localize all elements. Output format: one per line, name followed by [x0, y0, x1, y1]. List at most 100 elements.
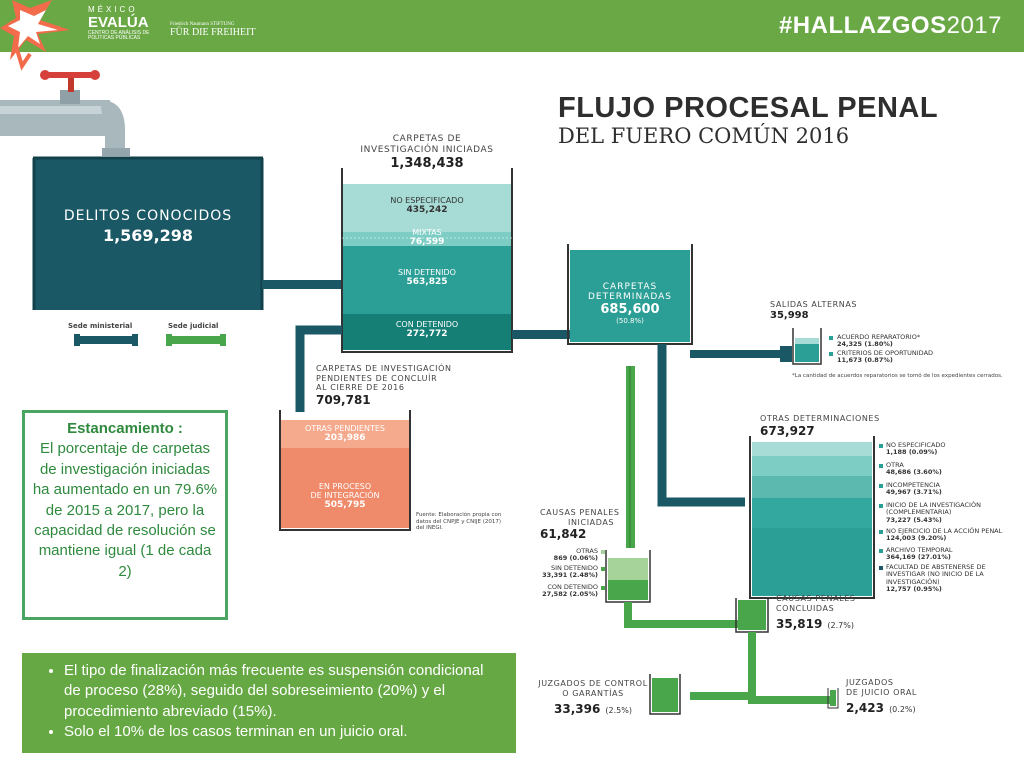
- partner-main: FÜR DIE FREIHEIT: [170, 27, 256, 38]
- partner-logo: Friedrich Naumann STIFTUNG FÜR DIE FREIH…: [170, 22, 256, 38]
- carpetas-label-2: INVESTIGACIÓN INICIADAS: [360, 144, 494, 155]
- causas-value: 61,842: [540, 527, 587, 542]
- item-value: 49,967 (3.71%): [886, 488, 942, 497]
- segment-label-2: DE INTEGRACIÓN: [310, 491, 380, 500]
- segment-label: EN PROCESO: [318, 482, 372, 491]
- segment-label: NO ESPECIFICADO: [390, 196, 464, 205]
- findings-list: El tipo de finalización más frecuente es…: [34, 661, 504, 743]
- pendientes-line-1: CARPETAS DE INVESTIGACIÓN: [316, 364, 452, 373]
- hashtag-title: #HALLAZGOS2017: [779, 12, 1002, 40]
- logo-line-mexico: MÉXICO: [88, 5, 138, 14]
- page-subtitle: DEL FUERO COMÚN 2016: [558, 124, 850, 148]
- item-label: OTRAS: [576, 547, 598, 555]
- segment-mixtas: MIXTAS 76,599: [342, 228, 512, 247]
- control-label-2: O GARANTÍAS: [562, 688, 624, 698]
- concluidas-pct: (2.7%): [827, 621, 854, 631]
- segment-con-detenido: CON DETENIDO 272,772: [342, 320, 512, 339]
- logo-mexico-evalua: MÉXICO EVALÚA CENTRO DE ANÁLISIS DE POLÍ…: [88, 6, 158, 41]
- juzgados-oral-header: JUZGADOS DE JUICIO ORAL 2,423 (0.2%): [846, 678, 917, 716]
- oral-label-2: DE JUICIO ORAL: [846, 687, 917, 697]
- pipe-carpetas-determinadas: [512, 330, 570, 339]
- pendientes-tank: [279, 410, 411, 531]
- salidas-value: 35,998: [770, 309, 809, 321]
- oral-value: 2,423: [846, 701, 884, 716]
- segment-label: SIN DETENIDO: [398, 268, 456, 277]
- causas-label-2: INICIADAS: [568, 517, 615, 527]
- item-label: INICIO DE LA INVESTIGACIÓN (COMPLEMENTAR…: [886, 501, 981, 517]
- logo-tagline: CENTRO DE ANÁLISIS DE POLÍTICAS PÚBLICAS: [88, 30, 150, 41]
- hashtag-main: #HALLAZGOS: [778, 12, 947, 39]
- item-label: CON DETENIDO: [547, 583, 598, 591]
- concluidas-label-1: CAUSAS PENALES: [776, 594, 856, 603]
- item-value: 124,003 (9.20%): [886, 534, 947, 543]
- causas-concluidas-header: CAUSAS PENALES CONCLUIDAS 35,819 (2.7%): [776, 594, 856, 632]
- pipe-otras-det: [657, 344, 745, 507]
- logo-line-evalua: EVALÚA: [88, 14, 149, 31]
- concluidas-label-2: CONCLUIDAS: [776, 603, 835, 613]
- determinadas-label-2: DETERMINADAS: [587, 292, 672, 302]
- pipe-concluidas: [624, 602, 742, 628]
- pendientes-header: CARPETAS DE INVESTIGACIÓN PENDIENTES DE …: [316, 364, 452, 407]
- delitos-label: DELITOS CONOCIDOS: [63, 208, 233, 224]
- delitos-value: 1,569,298: [102, 226, 194, 245]
- note-body: El porcentaje de carpetas de investigaci…: [32, 440, 218, 580]
- segment-value: 76,599: [409, 237, 445, 247]
- carpetas-iniciadas-tank: [341, 168, 513, 353]
- segment-value: 203,986: [324, 433, 366, 443]
- pipe-delitos-carpetas: [262, 280, 342, 289]
- item-label: NO ESPECIFICADO: [886, 441, 946, 449]
- item-value: 24,325 (1.80%): [837, 340, 893, 349]
- juzgados-oral-tank: [830, 690, 836, 706]
- delitos-label-block: DELITOS CONOCIDOS 1,569,298: [33, 208, 263, 245]
- item-value: 869 (0.06%): [553, 554, 598, 563]
- salidas-item-criterios: CRITERIOS DE OPORTUNIDAD 11,673 (0.87%): [837, 349, 933, 365]
- item-label: FACULTAD DE ABSTENERSE DE INVESTIGAR (NO…: [886, 563, 986, 586]
- determinadas-label-1: CARPETAS: [602, 282, 658, 292]
- otras-det-value: 673,927: [760, 423, 815, 438]
- control-value: 33,396: [554, 702, 601, 717]
- determinadas-pct: (50.8%): [616, 317, 644, 325]
- pipe-carpetas-pendientes: [295, 325, 342, 412]
- note-title: Estancamiento :: [67, 420, 183, 437]
- partner-small: Friedrich Naumann STIFTUNG: [170, 22, 235, 27]
- segment-value: 272,772: [406, 329, 448, 339]
- carpetas-label-1: CARPETAS DE: [392, 134, 462, 144]
- item-value: 1,188 (0.09%): [886, 448, 938, 457]
- causas-iniciadas-header: CAUSAS PENALES INICIADAS 61,842: [540, 508, 620, 541]
- legend-ministerial-pipe: [74, 334, 138, 346]
- pipe-salidas: [690, 350, 790, 358]
- logo-star-icon: [0, 0, 70, 71]
- legend-judicial-label: Sede judicial: [168, 322, 219, 330]
- hashtag-year: 2017: [946, 12, 1002, 39]
- segment-label: OTRAS PENDIENTES: [305, 424, 385, 433]
- item-value: 73,227 (5.43%): [886, 515, 942, 524]
- item-label: OTRA: [886, 461, 904, 469]
- salidas-item-acuerdo: ACUERDO REPARATORIO* 24,325 (1.80%): [837, 333, 921, 349]
- otras-det-header: OTRAS DETERMINACIONES 673,927: [760, 414, 880, 438]
- causas-iniciadas-tank: [605, 550, 651, 603]
- item-value: 33,391 (2.48%): [542, 571, 598, 580]
- salidas-tank: [792, 328, 822, 365]
- oral-label-1: JUZGADOS: [846, 678, 894, 687]
- segment-value: 435,242: [406, 205, 448, 215]
- oral-pct: (0.2%): [889, 705, 916, 715]
- otras-det-label: OTRAS DETERMINACIONES: [760, 414, 880, 423]
- finding-item: Solo el 10% de los casos terminan en un …: [64, 722, 504, 742]
- determinadas-tank: [567, 244, 693, 345]
- item-label: ACUERDO REPARATORIO*: [837, 333, 921, 341]
- juzgados-control-tank: [652, 678, 678, 712]
- finding-item: El tipo de finalización más frecuente es…: [64, 661, 504, 722]
- segment-en-proceso: EN PROCESO DE INTEGRACIÓN 505,795: [280, 482, 410, 510]
- concluidas-tank: [738, 600, 766, 630]
- salidas-header: SALIDAS ALTERNAS 35,998: [770, 300, 857, 321]
- item-value: 11,673 (0.87%): [837, 356, 893, 365]
- segment-no-especificado: NO ESPECIFICADO 435,242: [342, 196, 512, 215]
- pendientes-line-3: AL CIERRE DE 2016: [316, 383, 405, 393]
- item-label: NO EJERCICIO DE LA ACCIÓN PENAL: [886, 527, 1003, 535]
